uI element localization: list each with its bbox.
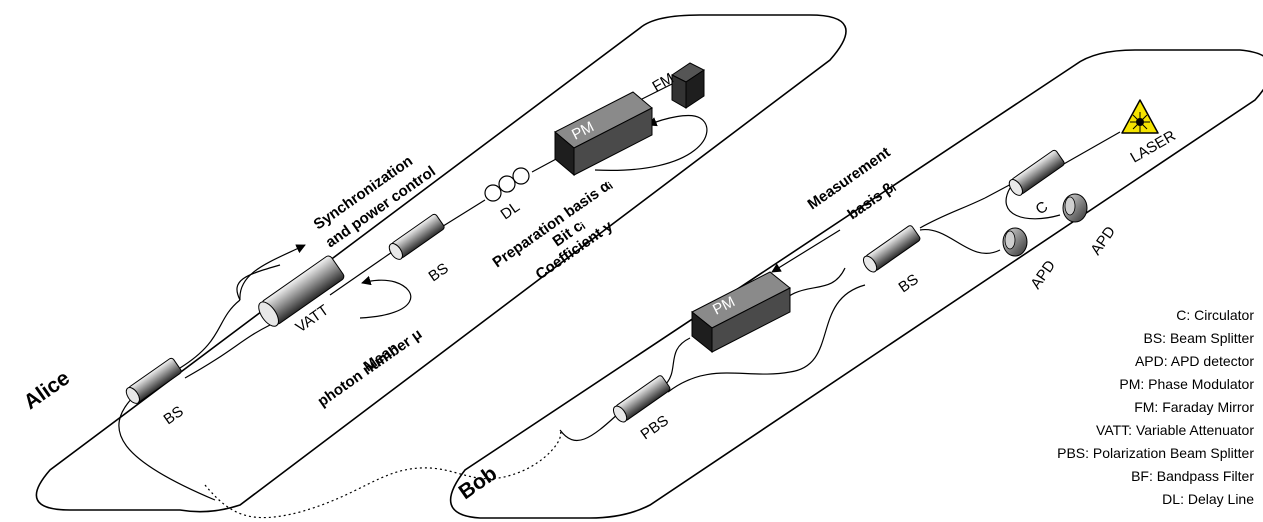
legend-item: BS: Beam Splitter (1144, 330, 1255, 346)
apd-1-label: APD (1027, 257, 1059, 292)
legend-item: PM: Phase Modulator (1119, 376, 1254, 392)
alice-dl-label: DL (498, 198, 523, 223)
apd-detector-2-icon (1062, 193, 1088, 223)
bob-enclosure (449, 49, 1263, 519)
legend-item: VATT: Variable Attenuator (1096, 422, 1254, 438)
legend-item: C: Circulator (1176, 307, 1254, 323)
legend-item: FM: Faraday Mirror (1134, 399, 1254, 415)
alice-bs-left-cylinder (125, 357, 182, 404)
bob-pbs-label: PBS (638, 412, 672, 443)
quantum-channel (204, 429, 562, 519)
alice-bs-right-label: BS (426, 260, 452, 285)
faraday-mirror-icon (671, 62, 705, 109)
apd-2-label: APD (1087, 223, 1119, 258)
bob-bs-label: BS (896, 271, 922, 296)
mean-label-line2: photon number μ (315, 326, 426, 411)
bob-bs-cylinder (862, 225, 921, 273)
legend-item: DL: Delay Line (1162, 491, 1254, 507)
laser-warning-icon (1121, 99, 1159, 134)
legend: C: Circulator BS: Beam Splitter APD: APD… (1057, 307, 1254, 507)
circulator-label: C (1033, 198, 1052, 218)
legend-item: BF: Bandpass Filter (1131, 468, 1254, 484)
legend-item: PBS: Polarization Beam Splitter (1057, 445, 1254, 461)
vatt-control-arrow (359, 275, 412, 319)
alice-fibers (118, 79, 681, 501)
alice-label: Alice (20, 366, 74, 414)
apd-detector-1-icon (1002, 227, 1028, 257)
alice-pm-box (554, 91, 653, 177)
bob-label: Bob (455, 462, 502, 504)
circulator-cylinder (1008, 149, 1065, 196)
bob-pm-box (691, 271, 791, 354)
alice-enclosure (35, 14, 847, 513)
alice-bs-left-label: BS (161, 403, 187, 428)
pm-control-arrow (594, 114, 708, 171)
legend-item: APD: APD detector (1135, 353, 1254, 369)
alice-vatt-cylinder (258, 255, 345, 327)
bob-pbs-cylinder (612, 375, 671, 423)
sync-arrow (239, 244, 306, 301)
delay-line-coil-icon (484, 167, 530, 202)
measurement-arrow (771, 229, 841, 273)
alice-bs-right-cylinder (388, 213, 445, 260)
bob-fibers (559, 131, 1121, 441)
